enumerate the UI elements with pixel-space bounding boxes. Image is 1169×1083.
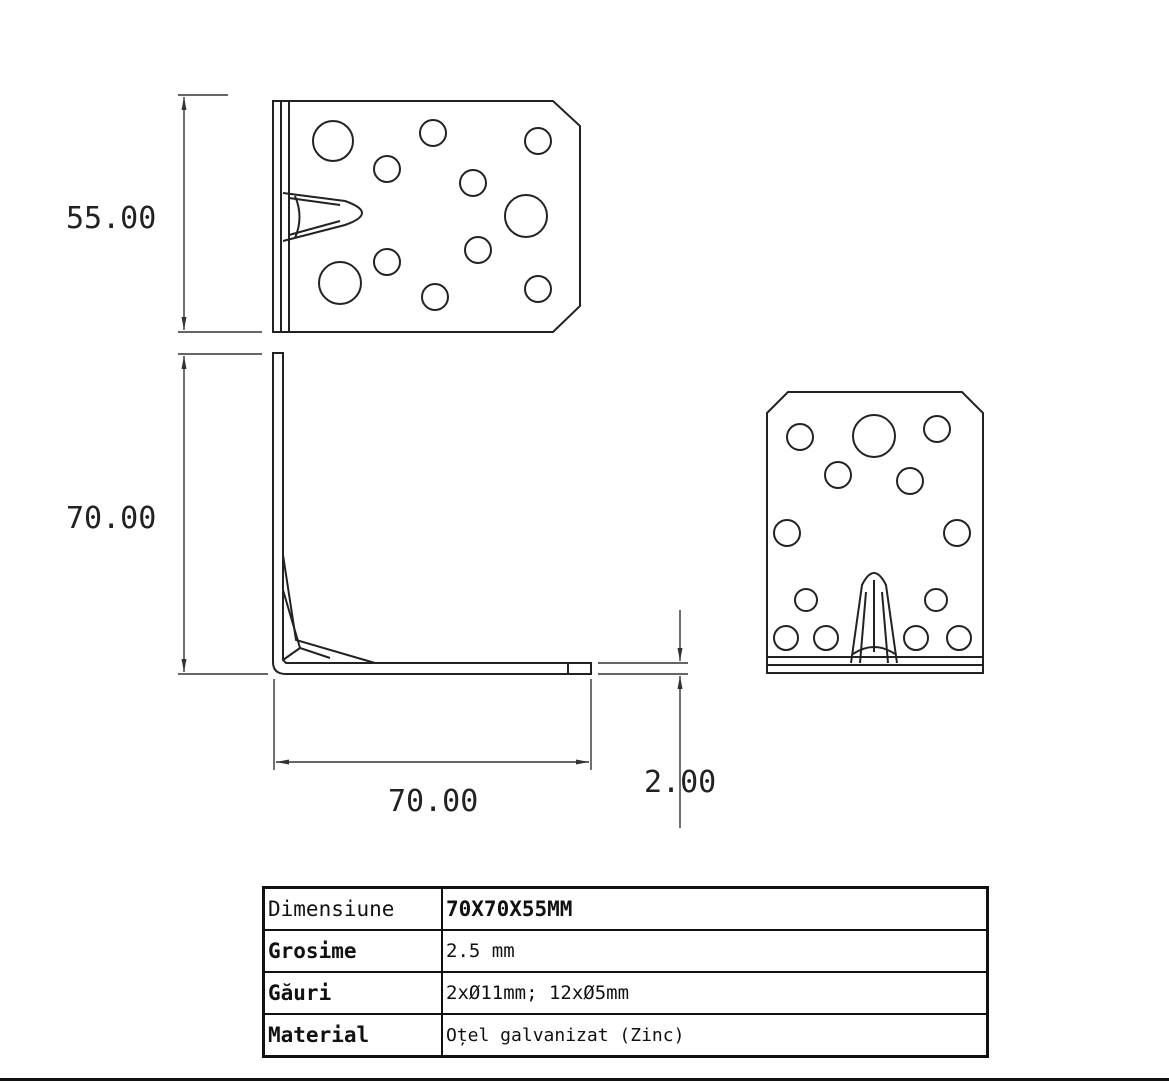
side-view <box>272 352 592 675</box>
spec-label: Dimensiune <box>262 886 443 931</box>
front-view <box>766 391 984 674</box>
spec-value: Oțel galvanizat (Zinc) <box>441 1013 989 1058</box>
spec-value: 2xØ11mm; 12xØ5mm <box>441 971 989 1015</box>
spec-table: Dimensiune 70X70X55MM Grosime 2.5 mm Gău… <box>262 886 989 1058</box>
spec-value: 70X70X55MM <box>441 886 989 931</box>
dimension-height-side: 70.00 <box>66 501 156 536</box>
spec-row-thickness: Grosime 2.5 mm <box>262 929 989 973</box>
spec-label: Grosime <box>262 929 443 973</box>
spec-label: Material <box>262 1013 443 1058</box>
spec-value: 2.5 mm <box>441 929 989 973</box>
dimension-thickness: 2.00 <box>644 765 716 800</box>
spec-row-holes: Găuri 2xØ11mm; 12xØ5mm <box>262 971 989 1015</box>
spec-row-dimension: Dimensiune 70X70X55MM <box>262 886 989 931</box>
dimension-lines <box>178 94 688 828</box>
top-view <box>272 100 581 333</box>
spec-row-material: Material Oțel galvanizat (Zinc) <box>262 1013 989 1058</box>
bottom-divider <box>0 1078 1169 1081</box>
dimension-width: 70.00 <box>388 784 478 819</box>
spec-label: Găuri <box>262 971 443 1015</box>
dimension-height-top: 55.00 <box>66 201 156 236</box>
